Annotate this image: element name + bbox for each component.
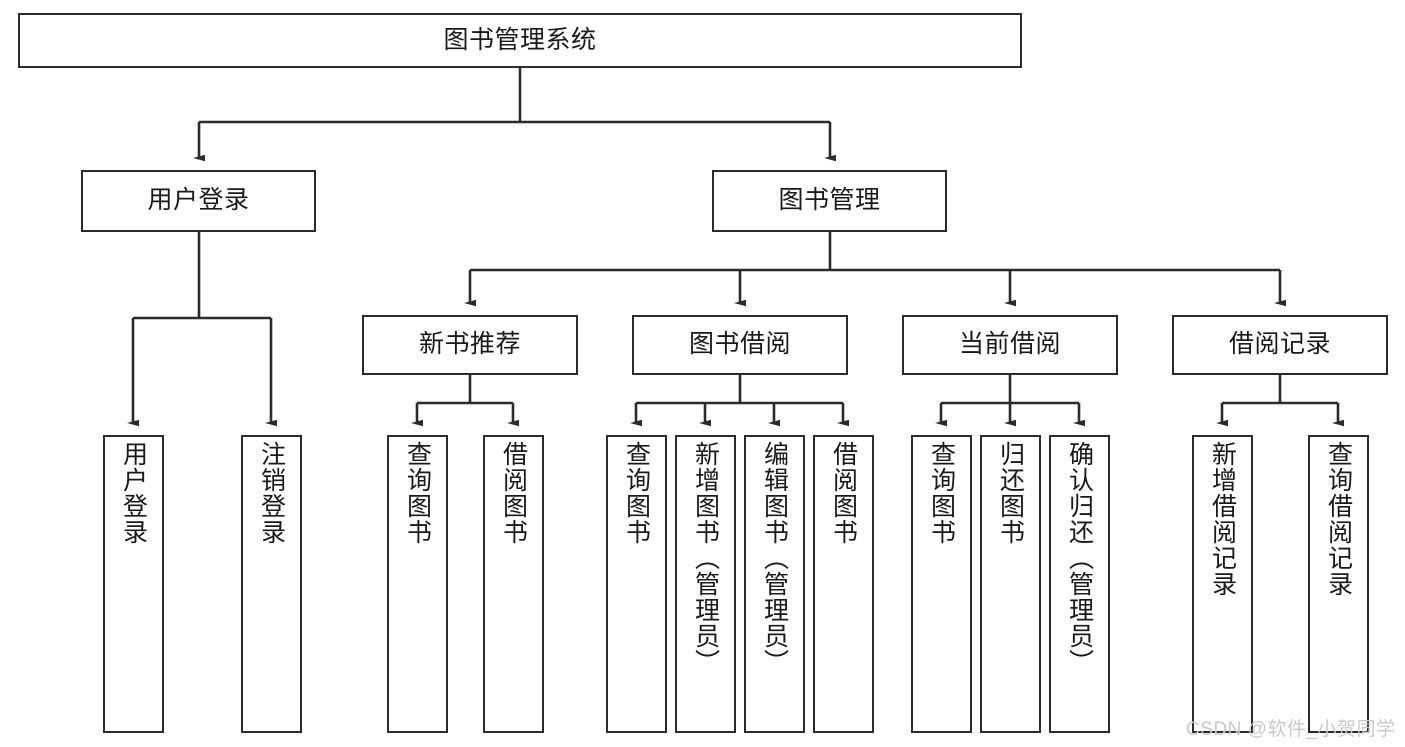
node-label: 当前借阅 (958, 330, 1061, 359)
leaf-user-login-signout[interactable]: 注销登录 (241, 435, 302, 733)
node-label: 图书管理系统 (443, 25, 597, 54)
leaf-borrow-add-book[interactable]: 新增图书（管理员） (675, 435, 736, 733)
node-label: 借阅记录 (1228, 330, 1331, 359)
node-label: 查询图书 (927, 441, 956, 545)
node-label: 借阅图书 (499, 441, 528, 545)
leaf-user-login-signin[interactable]: 用户登录 (103, 435, 164, 733)
node-label: 图书借阅 (688, 330, 791, 359)
node-label: 图书管理 (778, 186, 881, 215)
node-label: 用户登录 (119, 441, 148, 545)
leaf-recommend-borrow-book[interactable]: 借阅图书 (483, 435, 544, 733)
csdn-watermark: CSDN @软件_小贺同学 (1186, 719, 1396, 740)
leaf-current-confirm-return[interactable]: 确认归还（管理员） (1049, 435, 1110, 733)
node-root-system[interactable]: 图书管理系统 (18, 13, 1022, 68)
node-current-borrow[interactable]: 当前借阅 (902, 315, 1118, 375)
node-label: 归还图书 (996, 441, 1025, 545)
node-label: 注销登录 (257, 441, 286, 545)
node-label: 查询图书 (403, 441, 432, 545)
node-label: 查询图书 (622, 441, 651, 545)
node-new-book-recommend[interactable]: 新书推荐 (362, 315, 578, 375)
node-user-login[interactable]: 用户登录 (81, 170, 316, 232)
leaf-borrow-borrow-book[interactable]: 借阅图书 (813, 435, 874, 733)
leaf-borrow-edit-book[interactable]: 编辑图书（管理员） (744, 435, 805, 733)
leaf-recommend-query-book[interactable]: 查询图书 (387, 435, 448, 733)
leaf-record-add-record[interactable]: 新增借阅记录 (1192, 435, 1253, 733)
node-book-borrow[interactable]: 图书借阅 (632, 315, 848, 375)
node-label: 用户登录 (147, 186, 250, 215)
node-label: 借阅图书 (829, 441, 858, 545)
node-borrow-record[interactable]: 借阅记录 (1172, 315, 1388, 375)
node-label: 查询借阅记录 (1324, 441, 1353, 597)
node-label: 编辑图书（管理员） (760, 441, 789, 675)
node-book-management[interactable]: 图书管理 (712, 170, 947, 232)
node-label: 新书推荐 (418, 330, 521, 359)
leaf-current-query-book[interactable]: 查询图书 (911, 435, 972, 733)
leaf-record-query-record[interactable]: 查询借阅记录 (1308, 435, 1369, 733)
node-label: 新增图书（管理员） (691, 441, 720, 675)
leaf-current-return-book[interactable]: 归还图书 (980, 435, 1041, 733)
node-label: 新增借阅记录 (1208, 441, 1237, 597)
node-label: 确认归还（管理员） (1065, 441, 1094, 675)
leaf-borrow-query-book[interactable]: 查询图书 (606, 435, 667, 733)
